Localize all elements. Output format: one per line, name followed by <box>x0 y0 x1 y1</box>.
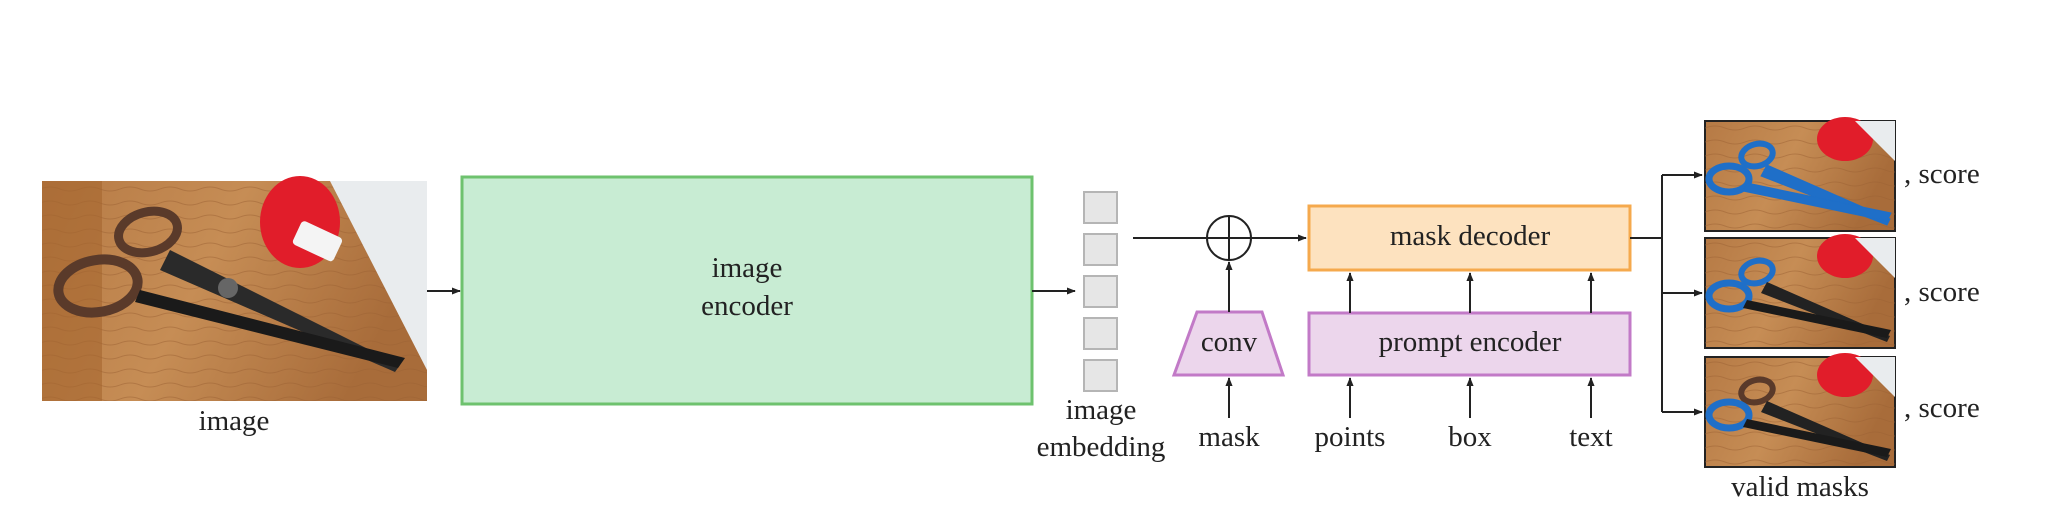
input-image-photo <box>42 176 427 401</box>
score-label-3: , score <box>1904 392 1980 424</box>
image-encoder-label-line1: image <box>711 252 783 284</box>
image-encoder-box <box>460 175 1034 406</box>
text-input-label: text <box>1569 421 1613 453</box>
points-input-label: points <box>1314 421 1386 453</box>
conv-label: conv <box>1200 326 1258 358</box>
circle-plus-icon <box>1206 215 1252 261</box>
image-embedding-stack <box>1083 191 1118 392</box>
score-label-1: , score <box>1904 158 1980 190</box>
valid-masks-caption: valid masks <box>1731 471 1869 503</box>
input-image-caption: image <box>198 405 270 437</box>
image-encoder-label-line2: encoder <box>701 290 793 322</box>
output-mask-3 <box>1704 353 1896 468</box>
output-mask-1 <box>1704 117 1896 232</box>
prompt-encoder-label: prompt encoder <box>1378 326 1562 358</box>
image-embedding-label-line2: embedding <box>1036 431 1166 463</box>
box-input-label: box <box>1448 421 1492 453</box>
mask-decoder-label: mask decoder <box>1389 220 1551 252</box>
scissors-icon <box>53 206 405 372</box>
prompt-encoder-box <box>1307 311 1632 377</box>
conv-block <box>1171 310 1286 377</box>
image-embedding-label-line1: image <box>1065 394 1137 426</box>
mask-input-label: mask <box>1198 421 1260 453</box>
score-label-2: , score <box>1904 276 1980 308</box>
output-mask-2 <box>1704 234 1896 349</box>
